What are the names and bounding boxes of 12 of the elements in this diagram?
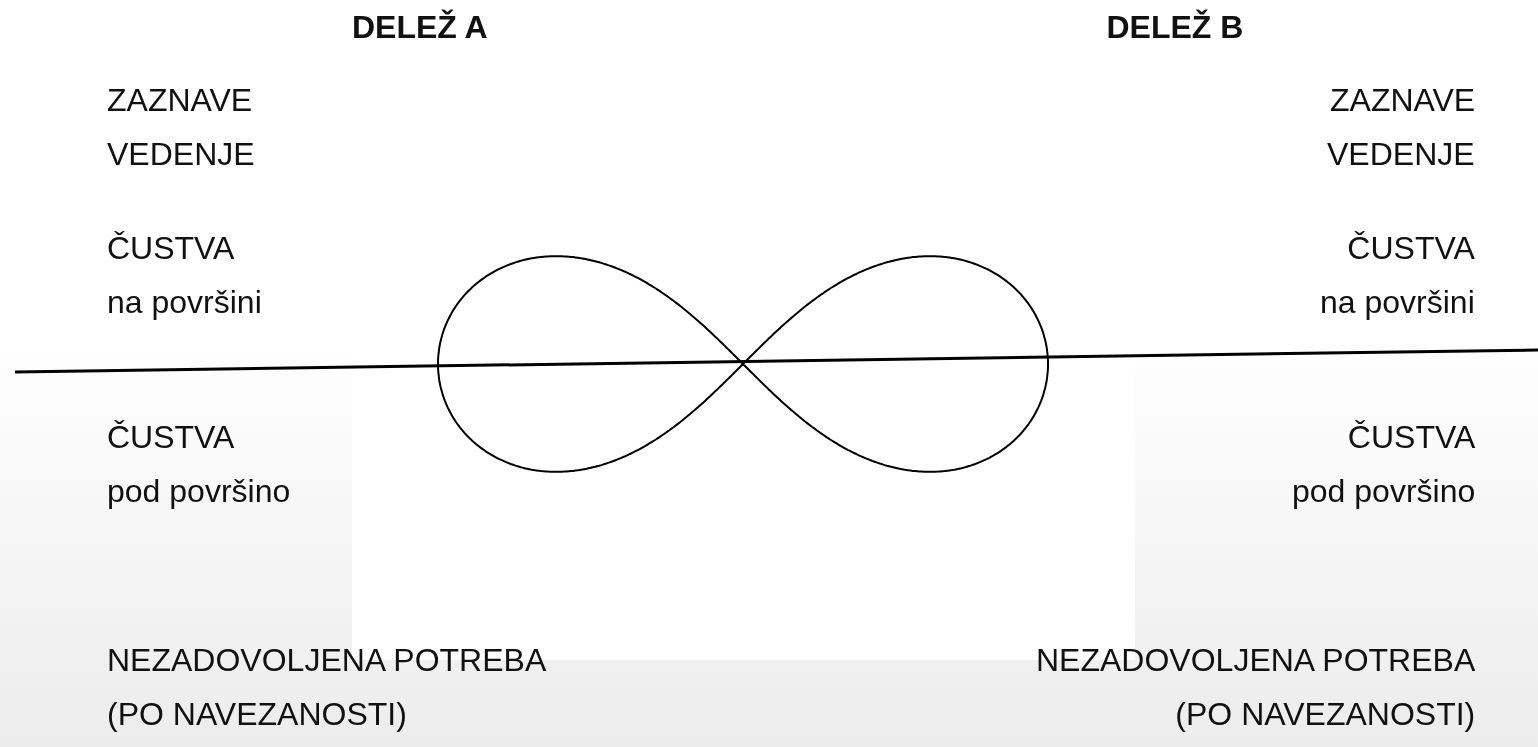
level-label: ČUSTVA pod površino: [1292, 418, 1476, 511]
level-label: VEDENJE: [107, 135, 255, 174]
level-label: ČUSTVA na površini: [1320, 229, 1475, 322]
level-label: NEZADOVOLJENA POTREBA (PO NAVEZANOSTI): [107, 641, 547, 734]
level-label: NEZADOVOLJENA POTREBA (PO NAVEZANOSTI): [1036, 641, 1476, 734]
level-label: ČUSTVA pod površino: [107, 418, 291, 511]
level-label: VEDENJE: [1327, 135, 1475, 174]
level-label: ČUSTVA na površini: [107, 229, 262, 322]
level-label: ZAZNAVE: [1330, 81, 1476, 120]
column-heading: DELEŽ A: [352, 8, 488, 47]
level-label: ZAZNAVE: [107, 81, 253, 120]
column-heading: DELEŽ B: [1106, 8, 1244, 47]
